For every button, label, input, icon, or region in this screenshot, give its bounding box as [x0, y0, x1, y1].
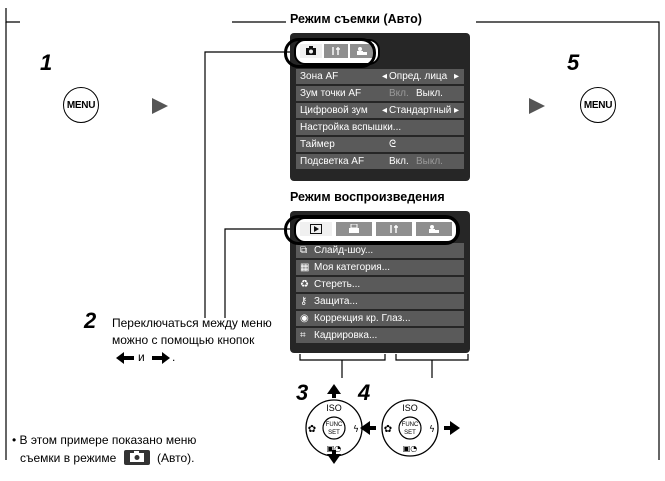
- set-label: SET: [328, 430, 340, 436]
- settings-tab-icon: [324, 44, 348, 58]
- shooting-mode-heading: Режим съемки (Авто): [290, 12, 422, 26]
- shooting-tab-bar: [294, 39, 380, 65]
- step-number-3: 3: [296, 380, 309, 405]
- and-text: и: [138, 350, 145, 364]
- chevron-right-icon: ▸: [454, 71, 460, 82]
- step-number-5: 5: [567, 50, 580, 75]
- play-tab-icon: [300, 222, 332, 236]
- trash-icon: ♻: [300, 279, 309, 290]
- menu-row-af-frame: Зона AF ◂Опред. лица▸: [296, 69, 464, 84]
- instruction-line-1: Переключаться между меню: [112, 316, 272, 330]
- menu-row-digital-zoom: Цифровой зум ◂Стандартный▸: [296, 103, 464, 118]
- instruction-text: Переключаться между меню можно с помощью…: [112, 316, 272, 364]
- settings-tab-icon: [376, 222, 412, 236]
- arrow-right-icon: [152, 98, 168, 114]
- arrow-left-icon: [116, 352, 134, 364]
- flash-icon: ϟ: [429, 425, 435, 435]
- playback-menu-screen: ⧉Слайд-шоу... ▦Моя категория... ♻Стереть…: [290, 211, 470, 353]
- slideshow-icon: ⧉: [300, 245, 308, 256]
- category-icon: ▦: [300, 262, 310, 273]
- chevron-left-icon: ◂: [382, 71, 388, 82]
- my-menu-tab-icon: [350, 44, 374, 58]
- print-tab-icon: [336, 222, 372, 236]
- menu-row-red-eye: ◉Коррекция кр. Глаз...: [296, 311, 464, 326]
- control-dial-left-right: FUNC SET ISO ✿ ϟ ▣◔: [360, 399, 460, 457]
- key-icon: ⚷: [300, 296, 308, 307]
- macro-icon: ✿: [308, 424, 316, 435]
- playback-mode-heading: Режим воспроизведения: [290, 190, 445, 204]
- func-label: FUNC: [326, 422, 343, 428]
- menu-row-self-timer: Таймер ᘓ: [296, 137, 464, 152]
- self-timer-icon: ᘓ: [389, 139, 397, 150]
- playback-tabs-highlight: [284, 215, 460, 245]
- flash-icon: ϟ: [353, 425, 359, 435]
- note-line-1: • В этом примере показано меню: [12, 433, 197, 447]
- shooting-tabs-highlight: [284, 38, 376, 68]
- instruction-line-2: можно с помощью кнопок: [112, 333, 255, 347]
- func-label: FUNC: [402, 422, 419, 428]
- menu-row-af-assist-beam: Подсветка AF Вкл.Выкл.: [296, 154, 464, 169]
- step-number-4: 4: [358, 380, 371, 405]
- red-eye-icon: ◉: [300, 313, 309, 324]
- menu-button-label: MENU: [583, 99, 613, 111]
- drive-mode-icon: ▣◔: [327, 444, 342, 453]
- menu-row-erase: ♻Стереть...: [296, 277, 464, 292]
- my-menu-tab-icon: [416, 222, 452, 236]
- menu-button-icon: MENU: [63, 87, 99, 123]
- menu-row-af-point-zoom: Зум точки AF Вкл.Выкл.: [296, 86, 464, 101]
- shooting-menu-screen: Зона AF ◂Опред. лица▸ Зум точки AF Вкл.В…: [290, 33, 470, 181]
- crop-icon: ⌗: [300, 330, 306, 341]
- macro-icon: ✿: [384, 424, 392, 435]
- step-number-2: 2: [84, 308, 97, 333]
- auto-mode-icon: [123, 450, 150, 465]
- camera-tab-icon: [300, 44, 322, 58]
- iso-label: ISO: [402, 403, 418, 413]
- menu-row-flash-settings: Настройка вспышки...: [296, 120, 464, 135]
- menu-row-slideshow: ⧉Слайд-шоу...: [296, 243, 464, 258]
- note-line-2: съемки в режиме (Авто).: [20, 450, 195, 465]
- menu-button-label: MENU: [66, 99, 96, 111]
- arrow-right-icon: [152, 352, 170, 364]
- chevron-right-icon: ▸: [454, 105, 460, 116]
- chevron-left-icon: ◂: [382, 105, 388, 116]
- step-number-1: 1: [40, 50, 53, 75]
- set-label: SET: [404, 430, 416, 436]
- drive-mode-icon: ▣◔: [403, 444, 418, 453]
- iso-label: ISO: [326, 403, 342, 413]
- menu-button-icon: MENU: [580, 87, 616, 123]
- arrow-right-icon: [529, 98, 545, 114]
- menu-row-protect: ⚷Защита...: [296, 294, 464, 309]
- menu-row-my-category: ▦Моя категория...: [296, 260, 464, 275]
- menu-row-trimming: ⌗Кадрировка...: [296, 328, 464, 343]
- control-dial-up-down: FUNC SET ISO ✿ ϟ ▣◔: [305, 384, 363, 464]
